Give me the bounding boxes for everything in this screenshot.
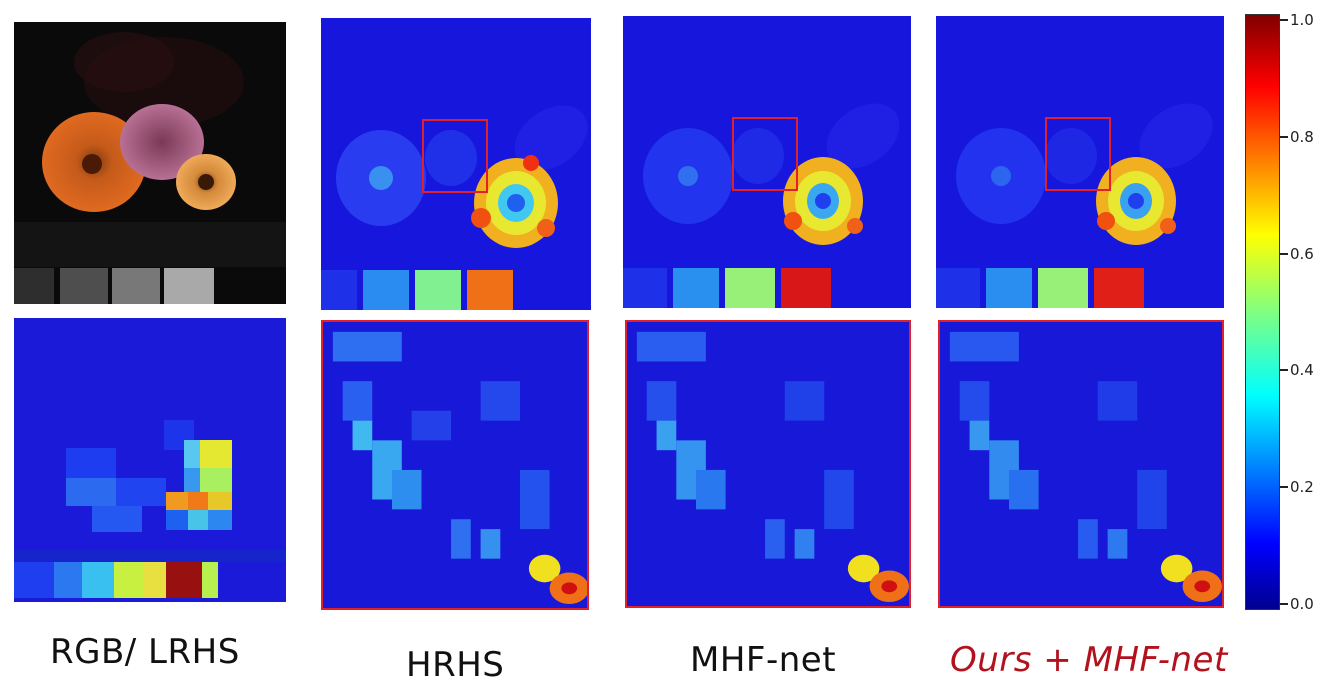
colorbar-tick-mark — [1280, 603, 1288, 605]
colorbar-tick-mark — [1280, 486, 1288, 489]
colorbar-tick-label: 0.2 — [1290, 478, 1314, 497]
caption-hrhs: HRHS — [406, 645, 505, 685]
colorbar-tick-label: 0.6 — [1290, 244, 1314, 263]
colorbar-tick-label: 0.8 — [1290, 127, 1314, 146]
colorbar — [1245, 14, 1280, 610]
hrhs-error-map — [321, 18, 591, 310]
caption-mhf-net: MHF-net — [690, 640, 837, 680]
colorbar-tick-label: 0.4 — [1290, 361, 1314, 380]
colorbar-tick-mark — [1280, 135, 1288, 138]
colorbar-tick-mark — [1280, 19, 1288, 21]
caption-ours-mhf-net: Ours + MHF-net — [950, 640, 1228, 680]
ours-mhf-net-zoom-crop — [938, 320, 1224, 608]
colorbar-tick-mark — [1280, 369, 1288, 372]
mhf-net-zoom-crop — [625, 320, 911, 608]
caption-rgb-lrhs: RGB/ LRHS — [50, 632, 240, 672]
hrhs-zoom-crop — [321, 320, 589, 610]
rgb-image-panel — [14, 22, 286, 304]
colorbar-tick-label: 0.0 — [1290, 595, 1314, 613]
colorbar-tick-label: 1.0 — [1290, 11, 1314, 29]
ours-mhf-net-error-map — [936, 16, 1224, 308]
lrhs-image-panel — [14, 318, 286, 602]
colorbar-tick-mark — [1280, 252, 1288, 255]
mhf-net-error-map — [623, 16, 911, 308]
